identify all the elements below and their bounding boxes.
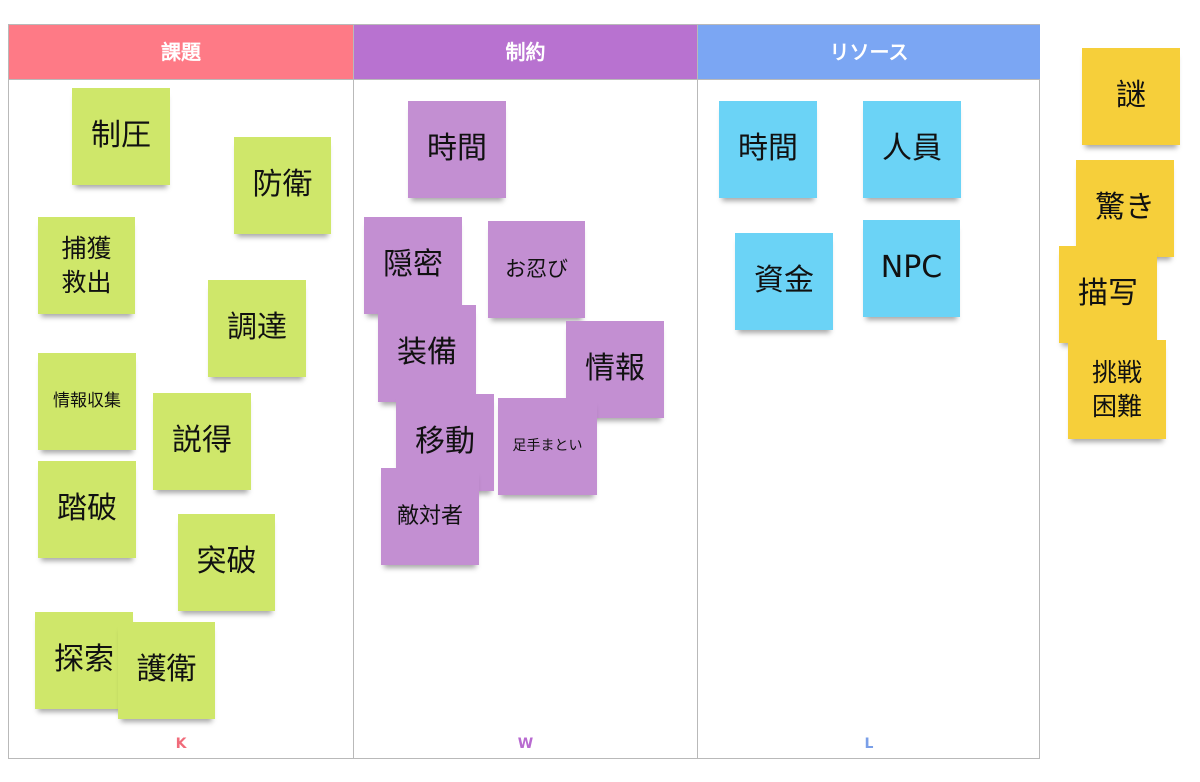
sticky-note-settoku[interactable]: 説得 bbox=[153, 393, 251, 490]
sticky-note-text: 隠密 bbox=[383, 247, 443, 283]
sticky-note-seiatsu[interactable]: 制圧 bbox=[72, 88, 170, 185]
kwl-board: 課題 K 制約 W リソース L bbox=[8, 24, 1040, 759]
sticky-note-nazo[interactable]: 謎 bbox=[1082, 48, 1180, 145]
sticky-note-text: 探索 bbox=[54, 642, 114, 678]
sticky-note-text: 情報収集 bbox=[53, 391, 121, 412]
column-w-footer: W bbox=[517, 736, 534, 752]
sticky-note-toha[interactable]: 踏破 bbox=[38, 461, 136, 558]
sticky-note-hokaku-kyushutsu[interactable]: 捕獲 救出 bbox=[38, 217, 135, 314]
sticky-note-jikan-l[interactable]: 時間 bbox=[719, 101, 817, 198]
sticky-note-text: 敵対者 bbox=[396, 503, 463, 529]
column-k: 課題 K bbox=[9, 25, 353, 758]
sticky-note-text: 情報 bbox=[585, 351, 645, 387]
sticky-note-shikin[interactable]: 資金 bbox=[735, 233, 833, 330]
sticky-note-tekitaisha[interactable]: 敵対者 bbox=[381, 468, 479, 565]
column-k-header[interactable]: 課題 bbox=[9, 25, 353, 80]
column-l: リソース L bbox=[697, 25, 1040, 758]
sticky-note-text: 驚き bbox=[1095, 190, 1155, 226]
column-w-header[interactable]: 制約 bbox=[354, 25, 697, 80]
sticky-note-text: 資金 bbox=[754, 263, 814, 299]
column-k-footer: K bbox=[175, 736, 187, 752]
sticky-note-jikan-w[interactable]: 時間 bbox=[408, 101, 506, 198]
sticky-note-text: 調達 bbox=[227, 310, 287, 346]
sticky-note-text: 移動 bbox=[415, 424, 475, 460]
sticky-note-text: 謎 bbox=[1116, 78, 1146, 114]
sticky-note-byosha[interactable]: 描写 bbox=[1059, 246, 1157, 343]
sticky-note-text: 捕獲 救出 bbox=[61, 233, 112, 297]
sticky-note-text: 装備 bbox=[397, 335, 457, 371]
sticky-note-text: 時間 bbox=[427, 131, 487, 167]
sticky-note-text: 挑戦 困難 bbox=[1091, 357, 1142, 421]
sticky-note-onmitsu[interactable]: 隠密 bbox=[364, 217, 462, 314]
sticky-note-text: お忍び bbox=[505, 257, 568, 282]
sticky-note-text: 時間 bbox=[738, 131, 798, 167]
sticky-note-text: 制圧 bbox=[91, 118, 151, 154]
column-w: 制約 W bbox=[353, 25, 697, 758]
sticky-note-tansaku[interactable]: 探索 bbox=[35, 612, 133, 709]
sticky-note-ashidematoi[interactable]: 足手まとい bbox=[498, 398, 597, 495]
sticky-note-text: 人員 bbox=[882, 131, 942, 167]
sticky-note-npc[interactable]: NPC bbox=[863, 220, 960, 317]
column-l-footer: L bbox=[864, 736, 874, 752]
sticky-note-oshinobi[interactable]: お忍び bbox=[488, 221, 585, 318]
sticky-note-text: 護衛 bbox=[136, 652, 197, 688]
column-l-header[interactable]: リソース bbox=[698, 25, 1040, 80]
sticky-note-boei[interactable]: 防衛 bbox=[234, 137, 331, 234]
sticky-note-text: 説得 bbox=[172, 423, 232, 459]
sticky-note-chosen-konnan[interactable]: 挑戦 困難 bbox=[1068, 340, 1166, 439]
sticky-note-jinin[interactable]: 人員 bbox=[863, 101, 961, 198]
sticky-note-text: 突破 bbox=[196, 544, 257, 580]
sticky-note-text: 描写 bbox=[1078, 276, 1138, 312]
sticky-note-chotatsu[interactable]: 調達 bbox=[208, 280, 306, 377]
sticky-note-goei[interactable]: 護衛 bbox=[118, 622, 215, 719]
sticky-note-odoroki[interactable]: 驚き bbox=[1076, 160, 1174, 257]
sticky-note-text: 足手まとい bbox=[512, 438, 583, 455]
sticky-note-text: 踏破 bbox=[57, 491, 117, 527]
sticky-note-text: NPC bbox=[880, 250, 943, 286]
sticky-note-text: 防衛 bbox=[252, 167, 313, 203]
sticky-note-toppa[interactable]: 突破 bbox=[178, 514, 275, 611]
sticky-note-joho-shushu[interactable]: 情報収集 bbox=[38, 353, 136, 450]
sticky-note-sobi[interactable]: 装備 bbox=[378, 305, 476, 402]
